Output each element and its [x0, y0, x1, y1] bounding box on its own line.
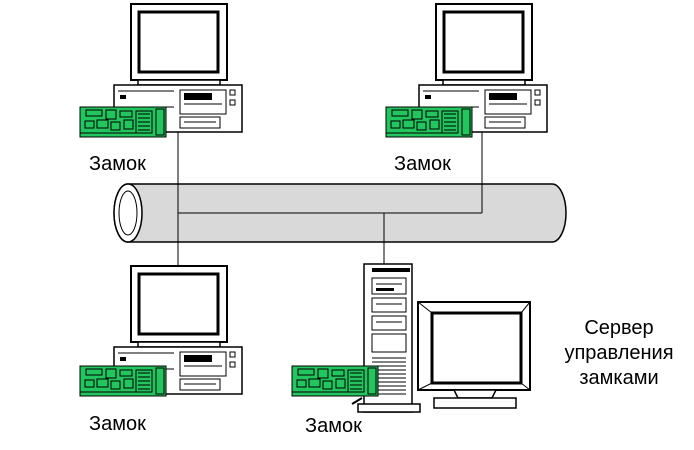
- lock-label-server: Замок: [305, 415, 362, 437]
- lock-card-bottom-left: [79, 365, 167, 397]
- lock-label-top-left: Замок: [89, 153, 146, 175]
- lock-card-top-right: [385, 106, 473, 138]
- server-monitor: [417, 301, 531, 409]
- card-bracket: [351, 397, 363, 405]
- lock-card-top-left: [79, 106, 167, 138]
- lock-label-top-right: Замок: [394, 153, 451, 175]
- connection-lines: [177, 130, 483, 268]
- server-label-line-3: замками: [579, 367, 659, 389]
- server-label: Сервер управления замками: [555, 316, 683, 391]
- server-label-line-2: управления: [564, 342, 674, 364]
- server-label-line-1: Сервер: [584, 317, 654, 339]
- lock-label-bottom-left: Замок: [89, 413, 146, 435]
- lock-card-server: [291, 365, 379, 397]
